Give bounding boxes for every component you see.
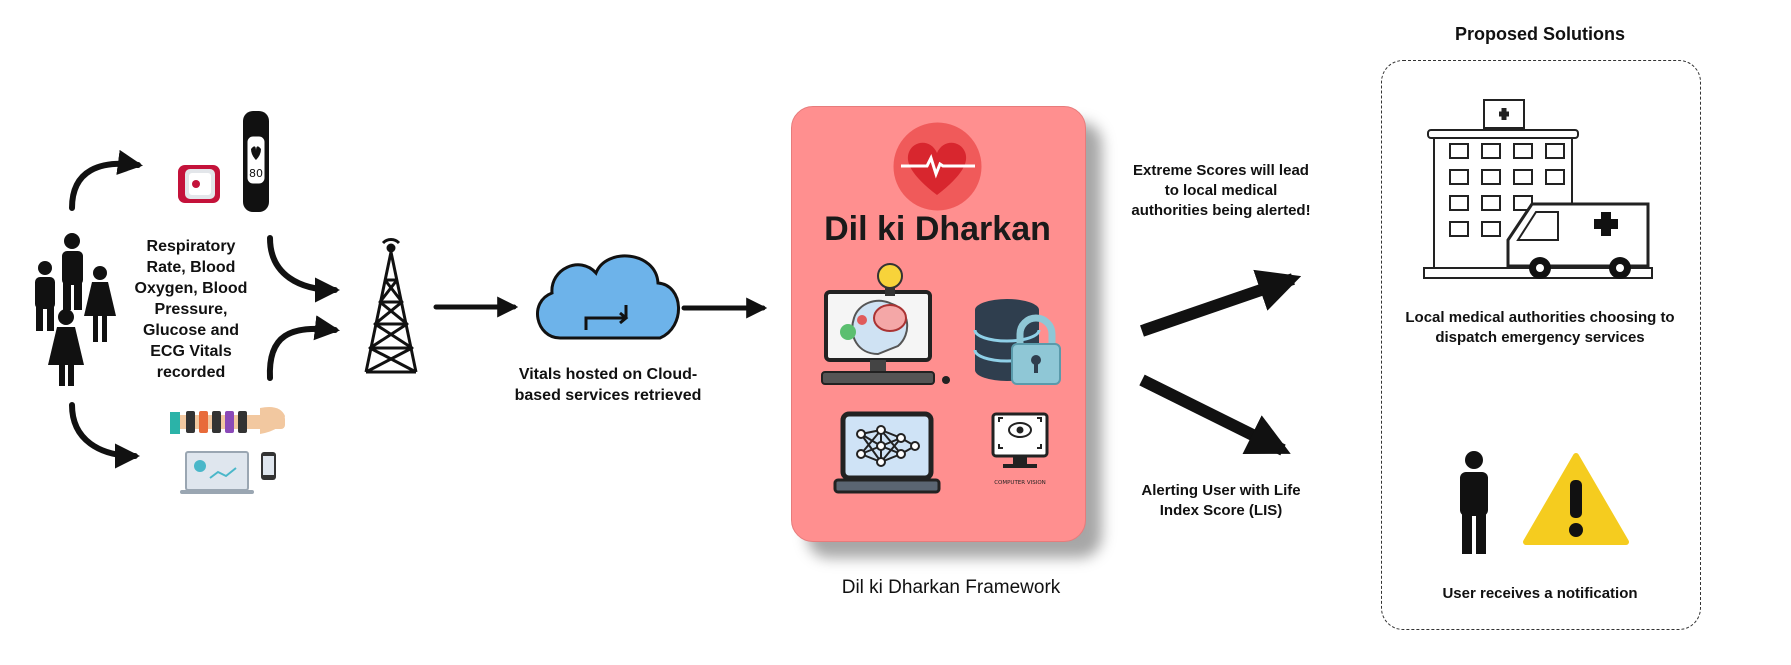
laptop-phone-icon: [180, 451, 276, 494]
heartbeat-icon: [893, 122, 982, 211]
hospital-caption: Local medical authorities choosing to di…: [1405, 309, 1675, 346]
warning-icon: [1523, 453, 1629, 545]
wearables-icon: [170, 407, 285, 434]
vitals-recorded-label: Respiratory Rate, Blood Oxygen, Blood Pr…: [134, 238, 248, 381]
card-title: Dil ki Dharkan: [824, 210, 1051, 248]
solutions-box: [1381, 60, 1701, 630]
solutions-title: Proposed Solutions: [1454, 24, 1625, 44]
user-caption: User receives a notification: [1442, 585, 1638, 602]
straight-arrows: [433, 296, 768, 319]
cloud-sync-icon: [536, 254, 680, 340]
ai-brain-computer-icon: [821, 263, 950, 385]
cloud-caption: Vitals hosted on Cloud-based services re…: [514, 366, 702, 404]
neural-network-laptop-icon: [833, 411, 941, 494]
alerting-user-label: Alerting User with Life Index Score (LIS…: [1141, 482, 1301, 519]
ambulance-icon: [1506, 202, 1650, 279]
computer-vision-icon: COMPUTER VISION: [991, 412, 1049, 486]
cv-label: COMPUTER VISION: [994, 480, 1046, 486]
person-icon: [1460, 451, 1488, 554]
flow-arrows-left: [69, 149, 341, 469]
people-group-icon: [35, 233, 116, 386]
smartwatch-icon: [178, 165, 220, 203]
fitness-band-icon: 80: [243, 111, 269, 212]
framework-caption: Dil ki Dharkan Framework: [841, 577, 1061, 598]
database-lock-icon: [973, 299, 1061, 385]
extreme-scores-label: Extreme Scores will lead to local medica…: [1131, 162, 1311, 219]
watch-reading: 80: [249, 167, 263, 180]
cell-tower-icon: [364, 238, 418, 374]
diagonal-arrows: [1139, 269, 1302, 456]
